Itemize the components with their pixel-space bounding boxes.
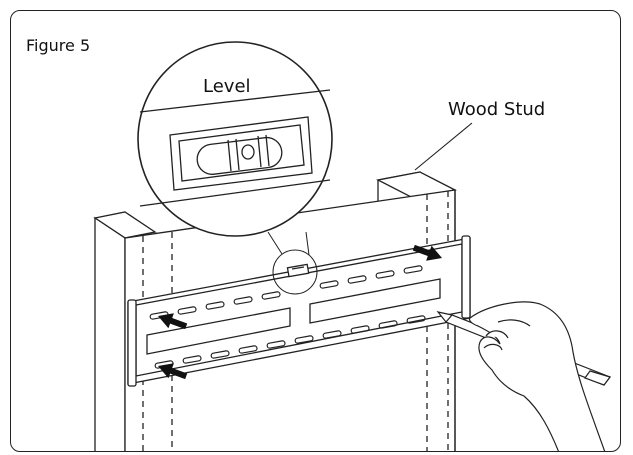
wood-stud-leader bbox=[414, 122, 473, 171]
level-callout-label: Level bbox=[203, 76, 251, 97]
arrow-top-left bbox=[158, 313, 188, 330]
zoom-connector bbox=[267, 231, 310, 256]
wood-stud-callout-label: Wood Stud bbox=[448, 99, 546, 120]
zoom-source-circle bbox=[272, 249, 318, 295]
wood-stud-left bbox=[93, 211, 157, 451]
mount-bracket bbox=[127, 235, 471, 387]
bracket-slots-bottom bbox=[154, 315, 426, 369]
figure-frame bbox=[10, 10, 621, 452]
level-magnifier bbox=[137, 41, 333, 237]
arrow-top-right bbox=[412, 244, 442, 261]
arrow-bottom-left bbox=[158, 363, 188, 380]
hand-icon bbox=[468, 301, 607, 451]
small-level-icon bbox=[286, 263, 310, 278]
figure-title: Figure 5 bbox=[26, 36, 91, 55]
bracket-slots-top bbox=[149, 265, 423, 320]
screw-point-arrows bbox=[158, 244, 442, 380]
